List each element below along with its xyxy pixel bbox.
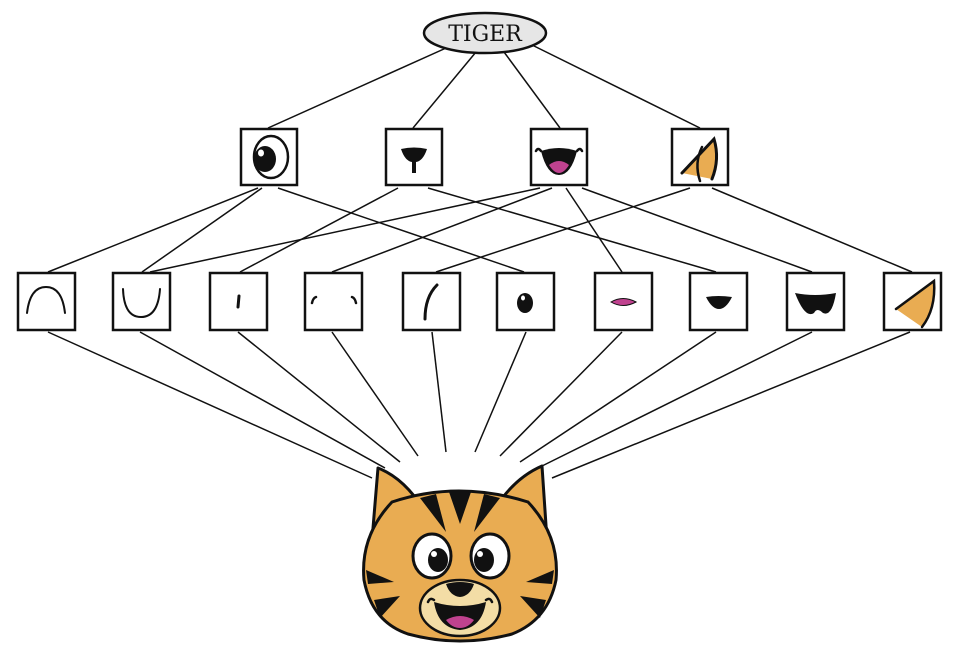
- edge-arc-up-face: [139, 331, 386, 469]
- edge-dot-face: [474, 331, 527, 453]
- tiger-stripe-right-cheek-1: [526, 570, 554, 584]
- curve-stroke-icon: [423, 283, 439, 321]
- eye-icon: [252, 134, 290, 180]
- primitive-arc-up: [111, 271, 172, 332]
- tiger-stripe-right-cheek-2: [520, 596, 546, 618]
- tiger-face-icon: [362, 464, 558, 643]
- mid-node-nose: [384, 127, 444, 187]
- primitive-corners: [303, 271, 364, 332]
- edge-mouth-lens: [565, 187, 623, 273]
- tiger-stripe-center: [449, 492, 471, 524]
- primitive-nose-shape: [688, 271, 749, 332]
- corner-ticks-icon: [310, 295, 358, 305]
- edge-root-nose: [412, 51, 477, 129]
- output-edges: [47, 331, 911, 479]
- pink-lens-icon: [610, 298, 638, 306]
- primitive-arc-down: [16, 271, 77, 332]
- mouth-shape-icon: [795, 293, 836, 315]
- smile-mouth-icon: [534, 147, 584, 175]
- edge-ear-shape-face: [551, 331, 911, 479]
- ear-shape-icon: [894, 278, 936, 329]
- mid-node-eye: [239, 127, 299, 187]
- primitive-mouth-shape: [785, 271, 846, 332]
- root-label: TIGER: [448, 22, 523, 47]
- edge-mouth-shape: [581, 187, 813, 273]
- edge-mouth-shape-face: [537, 331, 813, 469]
- primitive-dot: [495, 271, 556, 332]
- tiger-right-eye-glint: [477, 551, 483, 557]
- primitive-ear-shape: [882, 271, 943, 332]
- primitive-curve: [401, 271, 462, 332]
- edge-curve-face: [431, 331, 447, 453]
- arch-curve-icon: [26, 285, 66, 314]
- edge-tick-face: [237, 331, 401, 463]
- oval-dot-icon: [517, 293, 533, 313]
- tiger-stripe-right-top: [474, 494, 500, 532]
- edge-nose-shape: [427, 187, 717, 273]
- tiger-right-pupil: [474, 548, 494, 572]
- edge-eye-dot: [277, 187, 525, 273]
- edge-lens-face: [499, 331, 623, 457]
- tiger-nose: [446, 582, 474, 597]
- edge-arc-down-face: [47, 331, 373, 479]
- root-edges: [267, 43, 701, 129]
- edge-ear-curve: [435, 187, 691, 273]
- tiger-stripe-left-cheek-1: [366, 570, 394, 584]
- nose-shape-icon: [706, 296, 732, 309]
- tiger-tongue: [446, 616, 474, 628]
- edge-root-ear: [529, 43, 701, 129]
- tiger-head: [362, 489, 558, 643]
- tiger-mouth-corner-right: [484, 597, 494, 604]
- edge-nose-shape-face: [519, 331, 717, 463]
- primitive-lens: [593, 271, 654, 332]
- edge-nose-tick: [239, 187, 399, 273]
- root-node: TIGER: [422, 11, 548, 55]
- tiger-left-pupil: [428, 548, 448, 572]
- edge-eye-arc-down: [47, 187, 259, 273]
- nose-icon: [401, 147, 427, 173]
- edge-mouth-arc-up: [149, 187, 541, 273]
- edge-root-mouth: [503, 51, 561, 129]
- primitive-tick: [208, 271, 269, 332]
- tiger-mouth-corner-left: [426, 597, 436, 604]
- edge-ear-shape: [711, 187, 913, 273]
- edge-eye-arc-up: [141, 187, 263, 273]
- tiger-stripe-left-top: [420, 494, 446, 532]
- mid-edges: [47, 187, 913, 273]
- edge-corners-face: [331, 331, 419, 457]
- cup-curve-icon: [122, 288, 161, 319]
- ear-icon: [680, 136, 719, 183]
- tiger-left-eye-glint: [431, 551, 437, 557]
- mid-node-mouth: [529, 127, 589, 187]
- root-ellipse: [422, 11, 548, 55]
- short-line-icon: [236, 294, 241, 309]
- edge-mouth-corners: [331, 187, 553, 273]
- tiger-stripe-left-cheek-2: [374, 596, 400, 618]
- mid-node-ear: [670, 127, 730, 187]
- edge-root-eye: [267, 43, 456, 129]
